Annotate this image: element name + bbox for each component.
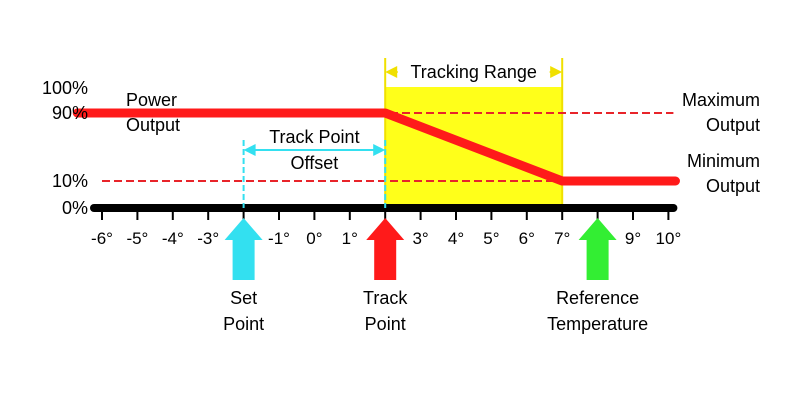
tracking-range-arrow-left-head bbox=[385, 66, 398, 78]
y-level-label-90: 90% bbox=[52, 103, 88, 123]
tracking-range-label: Tracking Range bbox=[410, 62, 536, 82]
axis-tick-label: -1° bbox=[268, 229, 290, 248]
reference-temperature-label-2: Temperature bbox=[547, 314, 648, 334]
track-point-offset-label-background bbox=[258, 127, 371, 147]
minimum-output-label-1: Minimum bbox=[687, 151, 760, 171]
axis-tick-label: -5° bbox=[126, 229, 148, 248]
axis-tick-label: 9° bbox=[625, 229, 641, 248]
maximum-output-label-1: Maximum bbox=[682, 90, 760, 110]
power-output-label-1: Power bbox=[126, 90, 177, 110]
axis-tick-label: 6° bbox=[519, 229, 535, 248]
set-point-label-1: Set bbox=[230, 288, 257, 308]
track-point-offset-label-background-2 bbox=[280, 153, 349, 173]
track-point-offset-label-2: Offset bbox=[291, 153, 339, 173]
y-level-label-100: 100% bbox=[42, 78, 88, 98]
output-lines-layer bbox=[72, 108, 680, 186]
annotation-layer: PowerOutputMaximumOutputMinimumOutputTra… bbox=[126, 90, 760, 208]
axis-tick-label: 4° bbox=[448, 229, 464, 248]
track-point-label-2: Point bbox=[365, 314, 406, 334]
axis-tick-label: 3° bbox=[412, 229, 428, 248]
reference-temperature-label-1: Reference bbox=[556, 288, 639, 308]
track-point-label-1: Track bbox=[363, 288, 408, 308]
y-level-label-0: 0% bbox=[62, 198, 88, 218]
track-point-arrow bbox=[366, 218, 405, 280]
reference-temperature-arrow bbox=[578, 218, 617, 280]
track-point-offset-label-1: Track Point bbox=[269, 127, 359, 147]
axis-tick-label: -3° bbox=[197, 229, 219, 248]
y-level-label-10: 10% bbox=[52, 171, 88, 191]
axis-tick-label: 10° bbox=[656, 229, 682, 248]
power-output-line bbox=[72, 108, 680, 186]
axis-tick-label: 7° bbox=[554, 229, 570, 248]
set-point-label-2: Point bbox=[223, 314, 264, 334]
axis-tick-label: 0° bbox=[306, 229, 322, 248]
axis-tick-label: -4° bbox=[162, 229, 184, 248]
axis-tick-label: 1° bbox=[342, 229, 358, 248]
axis-tick-label: 5° bbox=[483, 229, 499, 248]
set-point-arrow bbox=[224, 218, 263, 280]
track-point-offset-arrow-right-head bbox=[373, 144, 386, 156]
tracking-range-arrow-right-head bbox=[550, 66, 563, 78]
maximum-output-label-2: Output bbox=[706, 115, 760, 135]
minimum-output-label-2: Output bbox=[706, 176, 760, 196]
tracking-range-label-background bbox=[397, 61, 550, 83]
power-output-label-2: Output bbox=[126, 115, 180, 135]
axis-tick-label: -6° bbox=[91, 229, 113, 248]
tracking-range-layer: Tracking Range bbox=[384, 58, 564, 208]
track-point-offset-arrow-left-head bbox=[243, 144, 256, 156]
